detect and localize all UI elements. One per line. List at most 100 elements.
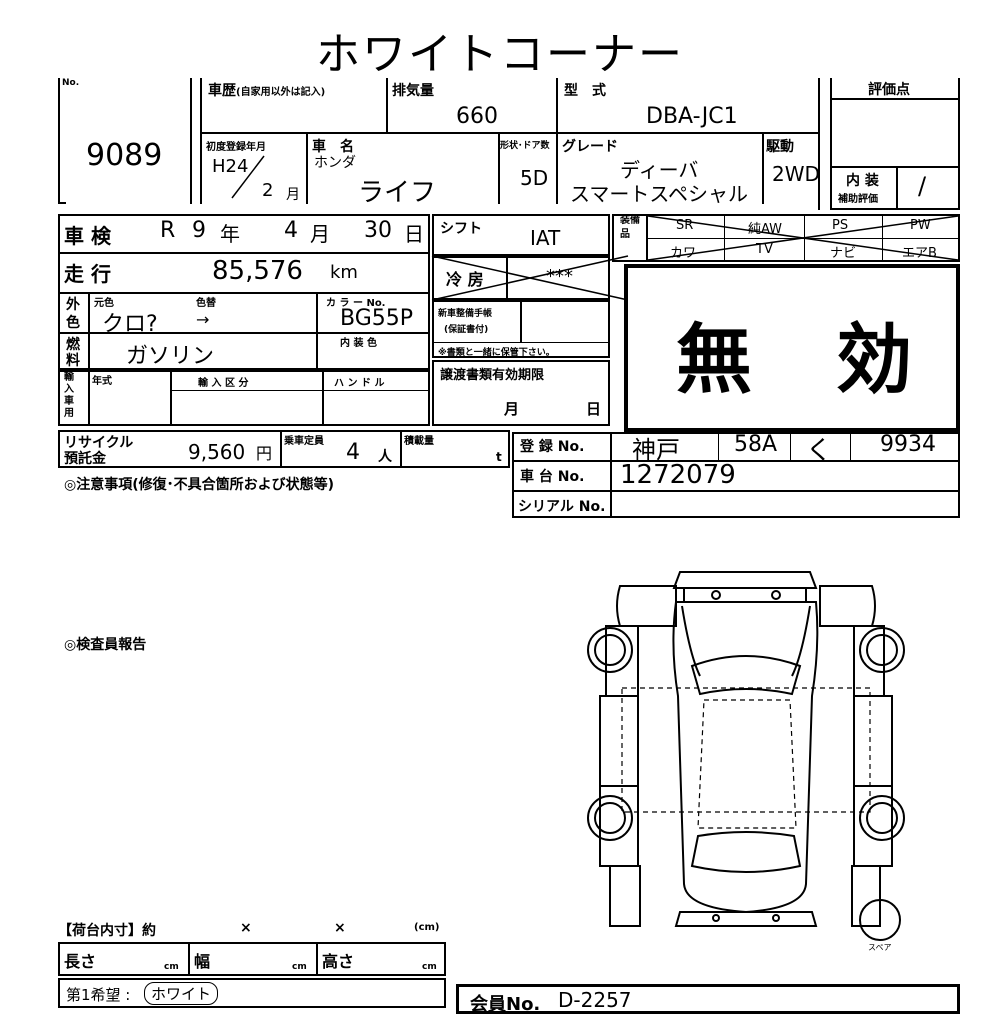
inspection-year-unit: 年 <box>220 222 240 246</box>
recycle-box <box>58 430 510 468</box>
member-label: 会員No. <box>470 994 541 1015</box>
repaint-label: 色替 <box>196 298 216 309</box>
inspection-label: 車 検 <box>64 224 111 248</box>
shift-label: シフト <box>440 221 482 237</box>
drive-label: 駆動 <box>766 139 794 155</box>
invalid-stamp-text1: 無 <box>676 315 752 404</box>
cargo-length-cm: cm <box>164 962 179 972</box>
body-doors-value: 5D <box>520 166 549 190</box>
recycle-label2: 預託金 <box>64 451 106 467</box>
aircon-cross-lines <box>431 255 629 301</box>
chassis-value: 1272079 <box>620 460 736 490</box>
grade-line2: スマートスペシャル <box>570 182 748 206</box>
equip-leather: カワ <box>670 246 697 261</box>
equip-ps: PS <box>832 218 849 233</box>
inspector-label: ◎検査員報告 <box>64 637 147 653</box>
car-name-value: ライフ <box>358 178 437 208</box>
load-unit: t <box>496 450 502 464</box>
cargo-box <box>58 942 446 976</box>
wish-value: ホワイト <box>144 982 219 1005</box>
equipment-label: 装備品 <box>620 215 640 240</box>
fuel-label2: 料 <box>66 353 80 369</box>
cargo-x1: × <box>240 920 252 936</box>
color-arrow: → <box>196 310 210 329</box>
registration-box <box>512 432 960 518</box>
cargo-width-cm: cm <box>292 962 307 972</box>
recycle-label1: リサイクル <box>64 435 134 451</box>
recycle-value: 9,560 <box>188 440 246 464</box>
color-label2: 色 <box>66 315 80 331</box>
notes-label: ◎注意事項(修復･不具合箇所および状態等) <box>64 477 335 493</box>
member-box <box>456 984 960 1014</box>
first-reg-label: 初度登録年月 <box>206 142 266 153</box>
manual-label2: (保証書付) <box>444 325 489 335</box>
lot-number: 9089 <box>86 138 163 173</box>
displacement-label: 排気量 <box>392 83 434 99</box>
history-label: 車歴(自家用以外は記入) <box>208 83 326 99</box>
fuel-value: ガソリン <box>126 344 215 369</box>
mileage-label: 走 行 <box>64 262 111 286</box>
spare-label: スペア <box>868 943 892 952</box>
doc-expiry-month: 月 <box>504 400 520 418</box>
wish-box <box>58 978 446 1008</box>
grade-line1: ディーバ <box>620 158 699 182</box>
wish-label: 第1希望 : <box>66 986 131 1004</box>
import-year-label: 年式 <box>92 376 112 387</box>
inspection-year: 9 <box>192 218 206 243</box>
inspection-month-unit: 月 <box>310 222 330 246</box>
cargo-unit: (cm) <box>414 922 440 933</box>
capacity-label: 乗車定員 <box>284 436 324 447</box>
cargo-height-cm: cm <box>422 962 437 972</box>
cargo-label: 【荷台内寸】約 <box>58 923 156 939</box>
aircon-box <box>432 256 610 300</box>
handle-label: ハ ン ド ル <box>334 378 385 389</box>
registration-class: 58A <box>734 432 778 457</box>
capacity-unit: 人 <box>378 449 392 465</box>
first-reg-month: 2 <box>262 180 274 201</box>
cargo-x2: × <box>334 920 346 936</box>
manual-note: ※書類と一緒に保管下さい。 <box>438 348 555 358</box>
interior-score-label1: 内 装 <box>846 173 879 189</box>
model-label: 型 式 <box>564 83 606 99</box>
score-label: 評価点 <box>868 82 910 98</box>
shift-value: IAT <box>530 226 561 250</box>
import-label: 輸入車用 <box>64 372 74 419</box>
model-value: DBA-JC1 <box>646 104 738 129</box>
interior-score-value: / <box>918 172 927 200</box>
cargo-width-label: 幅 <box>194 952 211 971</box>
invalid-stamp-text2: 効 <box>836 315 912 404</box>
car-name-label: 車 名 <box>312 139 354 155</box>
equipment-cross-lines <box>647 215 959 261</box>
equip-airbag: エアB <box>902 246 937 261</box>
displacement-value: 660 <box>456 104 498 129</box>
inspection-month: 4 <box>284 218 298 243</box>
registration-kana: く <box>806 436 833 466</box>
registration-label: 登 録 No. <box>520 439 585 455</box>
car-maker: ホンダ <box>314 155 356 171</box>
first-reg-slash <box>231 155 265 199</box>
fuel-label1: 燃 <box>66 337 80 353</box>
grade-label: グレード <box>562 139 618 155</box>
manual-label1: 新車整備手帳 <box>438 309 493 319</box>
equip-tv: TV <box>756 242 773 257</box>
lot-no-label: No. <box>62 78 80 88</box>
equip-navi: ナビ <box>830 246 857 261</box>
first-reg-year: H24 <box>212 156 249 177</box>
cargo-height-label: 高さ <box>322 952 355 971</box>
page-title: ホワイトコーナー <box>316 29 684 80</box>
import-box <box>58 370 430 426</box>
color-fuel-box <box>58 292 430 370</box>
capacity-value: 4 <box>346 440 360 465</box>
invalid-stamp <box>624 264 960 432</box>
color-no-value: BG55P <box>340 306 414 331</box>
drive-value: 2WD <box>772 162 820 186</box>
shift-box <box>432 214 610 256</box>
lot-bracket-left <box>58 78 60 204</box>
mileage-unit: km <box>330 262 358 283</box>
cargo-length-label: 長さ <box>64 952 97 971</box>
import-type-label: 輸 入 区 分 <box>198 378 249 389</box>
aircon-label: 冷 房 <box>446 270 484 289</box>
interior-score-label2: 補助評価 <box>838 194 878 205</box>
chassis-label: 車 台 No. <box>520 469 585 485</box>
load-label: 積載量 <box>404 436 434 447</box>
